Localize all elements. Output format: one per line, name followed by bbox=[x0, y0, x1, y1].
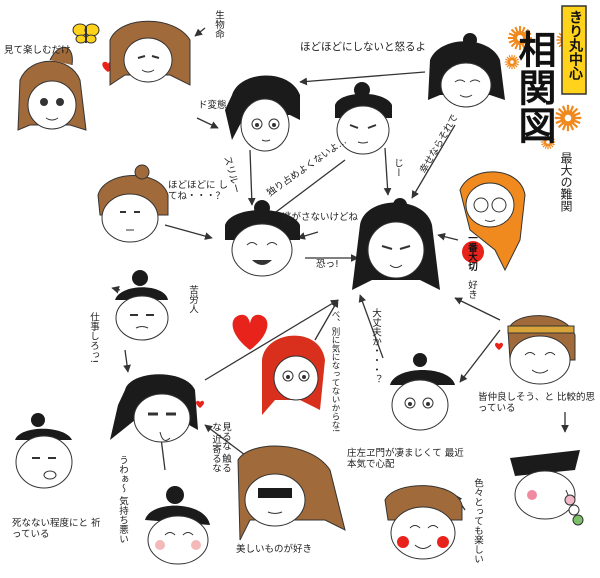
title-sub: きり丸中心 bbox=[567, 10, 583, 80]
label-uwaa: うわぁ〜 気持ち悪い bbox=[117, 455, 128, 544]
small-heart-icon-3 bbox=[196, 400, 204, 408]
arrow-suki bbox=[454, 297, 501, 321]
face-miruna-brown bbox=[237, 445, 346, 541]
face-red-hair bbox=[262, 335, 325, 415]
face-topright-black bbox=[428, 33, 505, 108]
face-kurou bbox=[115, 270, 169, 341]
face-ponytail-top bbox=[225, 75, 300, 152]
face-orange-glasses bbox=[459, 171, 526, 272]
face-yamada-brown bbox=[109, 20, 191, 86]
arrow-kurou bbox=[111, 285, 121, 294]
face-happy-brown-bottom bbox=[384, 485, 463, 560]
small-heart-icon-2 bbox=[495, 342, 503, 350]
label-mite: 見て楽しむだけ bbox=[4, 45, 71, 56]
arrow-nogasanai bbox=[297, 231, 319, 240]
arrow-ichiban bbox=[437, 232, 459, 241]
face-uwaa bbox=[145, 486, 210, 565]
label-minanaka: 皆仲良しそう、と 比較的思っている bbox=[478, 392, 596, 414]
face-brown-left bbox=[97, 164, 169, 243]
arrow-shiawase bbox=[411, 124, 456, 199]
label-sashouemon: 庄左ヱ門が凄まじくて 最近本気で心配 bbox=[347, 448, 464, 470]
face-headband-right bbox=[507, 315, 576, 385]
arrow-miruna bbox=[204, 424, 246, 456]
label-shinanai: 死なない程度にと 祈っている bbox=[12, 518, 101, 540]
arrow-jii bbox=[383, 147, 392, 196]
face-bun-center bbox=[335, 82, 392, 155]
arrow-hodohodo-okoru bbox=[299, 71, 426, 86]
label-betsuni: べ、別に気になってないからな! bbox=[330, 310, 340, 433]
label-daijoubu: 大丈夫か・・・？ bbox=[370, 308, 381, 384]
face-doi-longhair bbox=[352, 198, 440, 290]
label-shigoto: 仕事しろっ! bbox=[88, 312, 99, 364]
label-hodohodo-nee: ほどほどに してね・・・？ bbox=[168, 180, 229, 202]
face-bun-bottom-left bbox=[15, 413, 73, 489]
big-heart-icon bbox=[232, 314, 268, 350]
face-dango-hat bbox=[510, 450, 584, 526]
arrow-hitorijime bbox=[267, 159, 346, 219]
arrow-red-heart bbox=[204, 299, 339, 381]
label-utsukushii: 美しいものが好き bbox=[236, 544, 313, 555]
label-nogasanai: 逃がさないけどね bbox=[282, 212, 359, 223]
red-dot-ichiban bbox=[462, 241, 484, 263]
face-ponytail-left bbox=[110, 374, 198, 443]
arrow-dohentai bbox=[196, 117, 219, 129]
face-sashouemon-student bbox=[390, 353, 455, 431]
arrow-daijoubu bbox=[358, 294, 384, 359]
label-hodohodo-okoru: ほどほどにしないと怒るよ bbox=[300, 41, 426, 53]
label-kurou: 苦労人 bbox=[187, 285, 198, 314]
label-jii: じー bbox=[392, 158, 403, 177]
title-sub-box bbox=[561, 5, 587, 95]
label-suki: 好き bbox=[466, 280, 477, 299]
arrow-surirū bbox=[247, 149, 256, 206]
decor-flower-4 bbox=[553, 103, 583, 133]
page-title: 相関図 bbox=[512, 30, 556, 144]
butterfly-icon bbox=[72, 23, 100, 44]
label-saidai: 最大の難関 bbox=[559, 152, 573, 212]
label-miruna: 見るな 触るな 近寄るな bbox=[210, 422, 231, 473]
arrow-seibutsu bbox=[194, 27, 206, 37]
arrow-hodohodo-nee bbox=[164, 224, 213, 240]
label-ichiban: 一番大切 bbox=[466, 233, 477, 271]
face-kirimaru-center bbox=[225, 200, 300, 277]
arrow-sashouemon bbox=[459, 329, 501, 383]
label-kowa: 恐っ! bbox=[316, 259, 339, 270]
label-seibutsu: 生物命 bbox=[213, 10, 224, 39]
face-tomomi bbox=[17, 47, 87, 131]
label-dohentai: ド変態 bbox=[198, 100, 227, 111]
label-iroiro: 色々とっても楽しい bbox=[472, 478, 483, 564]
arrow-shigoto bbox=[123, 349, 131, 373]
